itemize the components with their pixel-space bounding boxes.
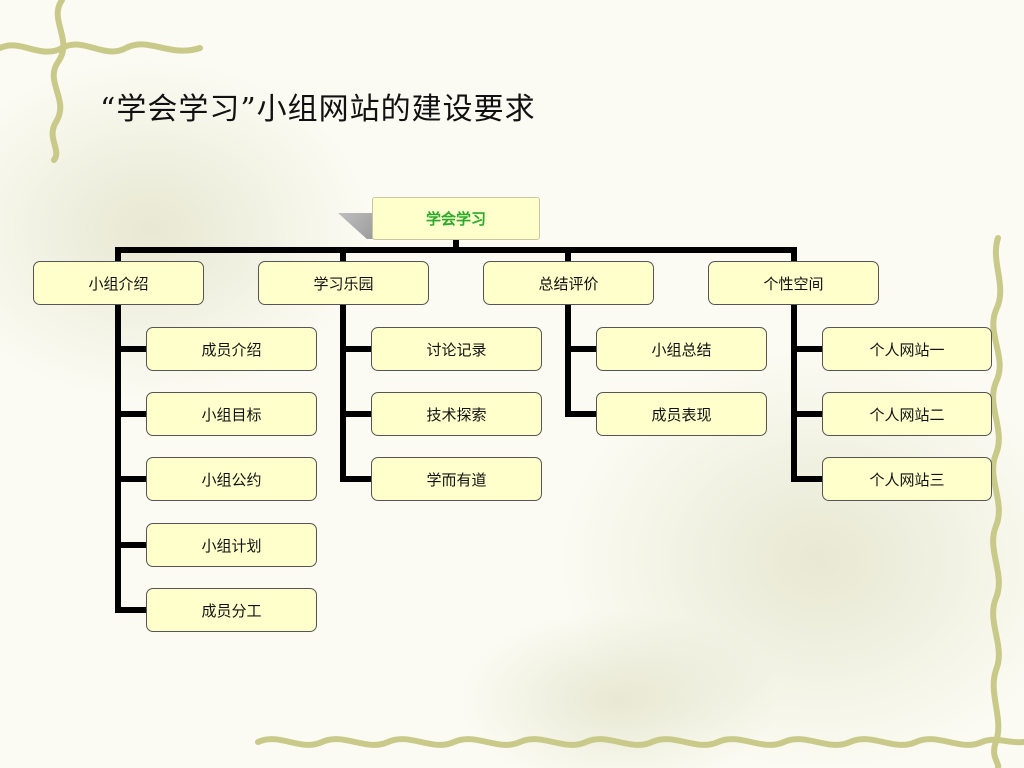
branch-node-learning-garden: 学习乐园 [258,261,429,305]
vine-top-left-horizontal [0,41,203,55]
child-node-label: 讨论记录 [426,340,487,359]
root-node-label: 学会学习 [425,210,486,228]
floral-wash-bottom [460,610,780,768]
child-node: 个人网站三 [822,457,992,501]
branch-node-group-intro: 小组介绍 [33,261,204,305]
child-node-label: 小组计划 [201,536,262,555]
child-node-label: 技术探索 [426,405,487,424]
child-node: 个人网站一 [822,327,992,371]
child-node-label: 个人网站二 [869,405,945,424]
child-node-label: 小组目标 [201,405,262,424]
branch-node-label: 学习乐园 [313,274,374,293]
vine-top-left-vertical [49,0,67,163]
child-node: 技术探索 [371,392,542,436]
child-node-label: 个人网站三 [869,470,945,489]
branch-node-label: 个性空间 [763,274,824,293]
child-node: 个人网站二 [822,392,992,436]
slide-title: “学会学习”小组网站的建设要求 [100,92,536,127]
child-node: 小组目标 [146,392,317,436]
root-node: 学会学习 [372,197,540,240]
child-node-label: 小组公约 [201,470,262,489]
child-node-label: 小组总结 [651,340,712,359]
child-node: 小组计划 [146,523,317,567]
branch-node-label: 总结评价 [538,274,599,293]
child-node-label: 成员分工 [201,601,262,620]
child-node: 学而有道 [371,457,542,501]
child-node: 成员表现 [596,392,767,436]
floral-wash-top-left [0,60,370,400]
branch-node-label: 小组介绍 [88,274,149,293]
child-node-label: 学而有道 [426,470,487,489]
child-node-label: 成员表现 [651,405,712,424]
child-node-label: 个人网站一 [869,340,945,359]
child-node: 讨论记录 [371,327,542,371]
child-node: 小组总结 [596,327,767,371]
child-node: 小组公约 [146,457,317,501]
branch-node-personal-space: 个性空间 [708,261,879,305]
vine-bottom-horizontal [255,736,1024,748]
child-node: 成员分工 [146,588,317,632]
child-node: 成员介绍 [146,327,317,371]
branch-node-summary-evaluation: 总结评价 [483,261,654,305]
child-node-label: 成员介绍 [201,340,262,359]
vine-right-vertical [990,235,1004,768]
